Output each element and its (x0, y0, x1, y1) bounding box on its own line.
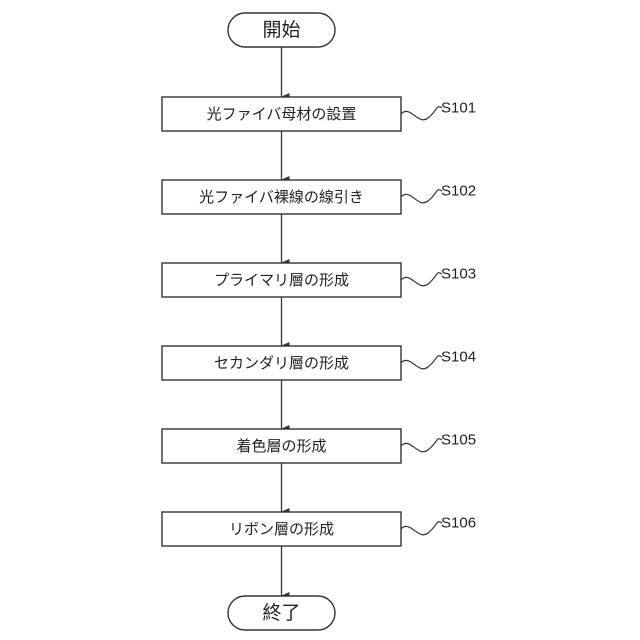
step-s103: プライマリ層の形成 S103 (162, 263, 476, 297)
step-s101-text: 光ファイバ母材の設置 (207, 105, 357, 123)
step-s106-text: リボン層の形成 (229, 520, 334, 538)
step-s106: リボン層の形成 S106 (162, 512, 476, 546)
step-s103-text: プライマリ層の形成 (214, 271, 349, 289)
step-s106-label: S106 (441, 515, 476, 532)
step-s102-label: S102 (441, 183, 476, 200)
step-s103-label: S103 (441, 266, 476, 283)
end-label: 終了 (262, 602, 300, 624)
start-label: 開始 (262, 19, 300, 41)
step-s102-leader (401, 190, 442, 203)
step-s105-leader (401, 439, 442, 452)
step-s106-leader (401, 522, 442, 535)
step-s101: 光ファイバ母材の設置 S101 (162, 97, 476, 131)
step-s101-leader (401, 107, 442, 120)
step-s101-label: S101 (441, 100, 476, 117)
step-s102-text: 光ファイバ裸線の線引き (199, 188, 364, 206)
step-s105: 着色層の形成 S105 (162, 429, 476, 463)
step-s102: 光ファイバ裸線の線引き S102 (162, 180, 476, 214)
step-s104-leader (401, 356, 442, 369)
step-s104-label: S104 (441, 349, 476, 366)
step-s105-label: S105 (441, 432, 476, 449)
step-s104: セカンダリ層の形成 S104 (162, 346, 476, 380)
step-s103-leader (401, 273, 442, 286)
end-node: 終了 (228, 596, 335, 630)
step-s105-text: 着色層の形成 (236, 437, 326, 455)
step-s104-text: セカンダリ層の形成 (214, 354, 349, 372)
start-node: 開始 (228, 13, 335, 47)
